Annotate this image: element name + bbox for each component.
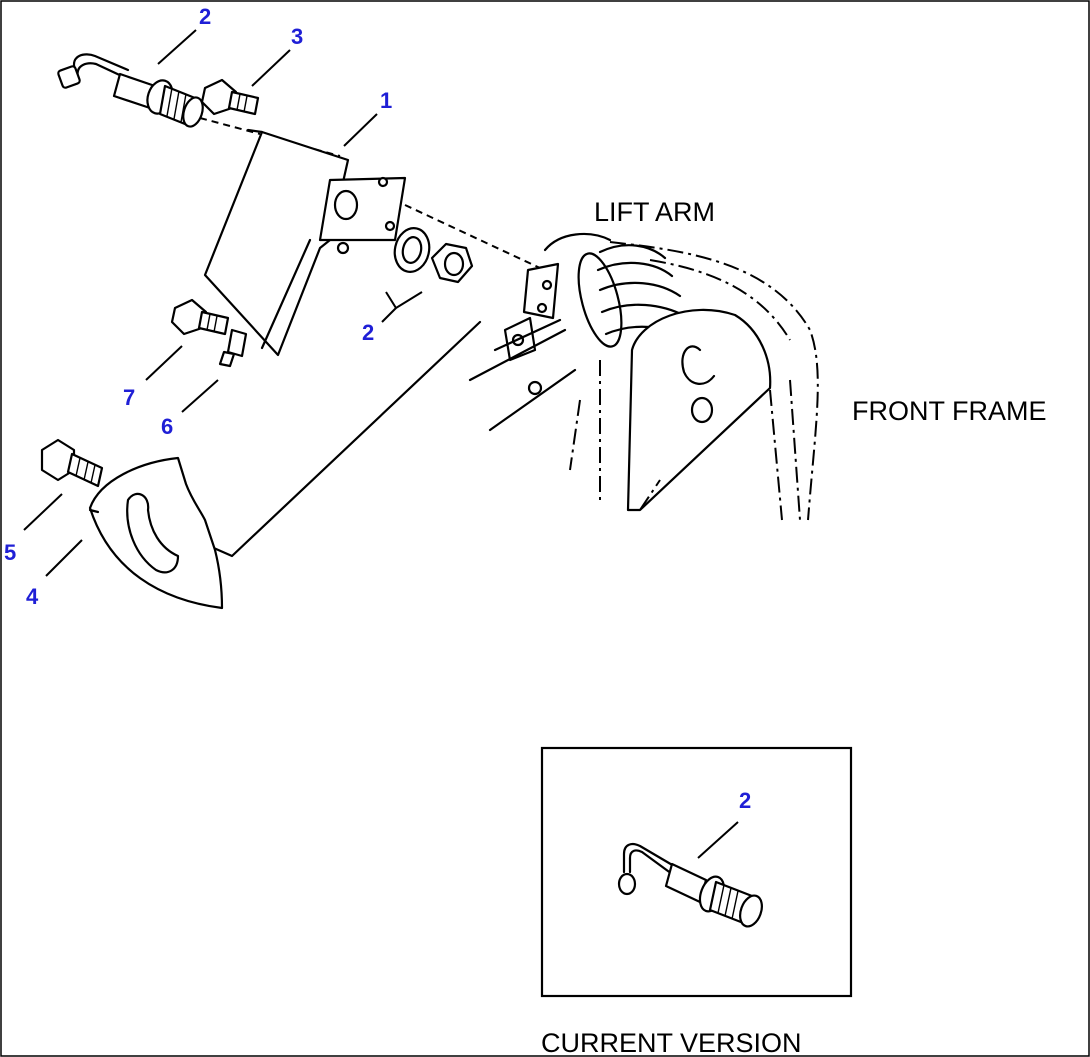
front-frame-label: FRONT FRAME	[852, 396, 1047, 426]
callout-3: 3	[291, 24, 303, 49]
callout-2-washer-nut: 2	[362, 320, 374, 345]
callout-2-switch: 2	[199, 4, 211, 29]
part-1-bracket	[203, 128, 407, 357]
part-2-switch	[57, 53, 204, 128]
part-5-bolt	[40, 438, 104, 488]
part-2-washer-nut	[393, 227, 474, 284]
current-version-inset: 2	[540, 746, 853, 998]
current-version-label: CURRENT VERSION	[541, 1028, 802, 1057]
callout-4: 4	[26, 584, 39, 609]
assembly-axis-bracket	[404, 204, 541, 269]
callout-2-inset: 2	[739, 788, 751, 813]
part-7-bolt	[170, 298, 230, 336]
inset-leader	[697, 821, 739, 859]
part-3-bolt	[200, 78, 260, 116]
callout-7: 7	[123, 385, 135, 410]
callout-1: 1	[380, 88, 392, 113]
part-6-lock-plate	[218, 328, 248, 368]
inset-frame	[540, 746, 853, 998]
callout-6: 6	[161, 414, 173, 439]
part-4-cam-plate	[88, 456, 224, 610]
lift-arm-label: LIFT ARM	[594, 197, 715, 227]
leader-lines	[23, 29, 423, 577]
callout-5: 5	[4, 540, 16, 565]
front-frame	[569, 241, 819, 521]
inset-switch	[617, 843, 763, 928]
